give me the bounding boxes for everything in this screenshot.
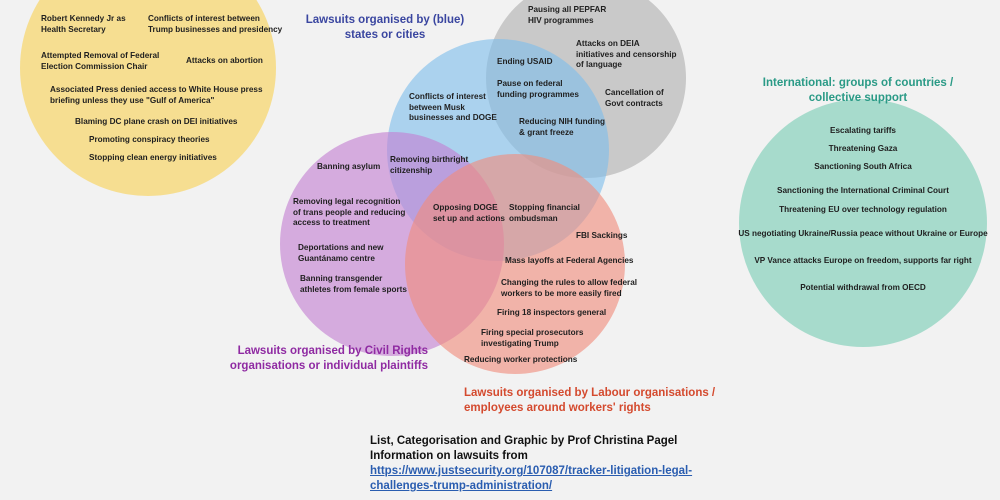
teal-circle	[739, 99, 987, 347]
yellow-item: Attacks on abortion	[186, 56, 263, 65]
teal-circle-title: International: groups of countries /coll…	[762, 77, 954, 104]
red-circle-title: Lawsuits organised by Labour organisatio…	[464, 387, 716, 414]
red-item: Reducing worker protections	[464, 355, 578, 364]
yellow-item: Stopping clean energy initiatives	[89, 153, 217, 162]
yellow-item: Promoting conspiracy theories	[89, 135, 210, 144]
credit-line: List, Categorisation and Graphic by Prof…	[370, 435, 678, 447]
teal-item: Threatening EU over technology regulatio…	[779, 205, 947, 214]
teal-item: Escalating tariffs	[830, 126, 896, 135]
red-item: Mass layoffs at Federal Agencies	[505, 256, 634, 265]
red-circle	[405, 154, 625, 374]
teal-item: Sanctioning the International Criminal C…	[777, 186, 949, 195]
red-item: Firing 18 inspectors general	[497, 308, 607, 317]
blue-grey-item: Ending USAID	[497, 57, 553, 66]
teal-item: US negotiating Ukraine/Russia peace with…	[738, 229, 988, 238]
source-link-line: https://www.justsecurity.org/107087/trac…	[370, 465, 693, 477]
credit-line: Information on lawsuits from	[370, 450, 528, 462]
teal-item: VP Vance attacks Europe on freedom, supp…	[754, 256, 972, 265]
red-item: FBI Sackings	[576, 231, 628, 240]
blue-grey-item: Reducing NIH funding& grant freeze	[519, 117, 605, 137]
teal-item: Sanctioning South Africa	[814, 162, 912, 171]
teal-item: Threatening Gaza	[828, 144, 898, 153]
yellow-item: Associated Press denied access to White …	[50, 85, 263, 105]
teal-item: Potential withdrawal from OECD	[800, 283, 926, 292]
yellow-circle	[20, 0, 276, 196]
source-link[interactable]: https://www.justsecurity.org/107087/trac…	[370, 465, 692, 492]
credit-block: List, Categorisation and Graphic by Prof…	[370, 434, 692, 494]
purple-item: Banning asylum	[317, 162, 381, 171]
blue-circle-title: Lawsuits organised by (blue)states or ci…	[305, 14, 465, 41]
source-link-line: challenges-trump-administration/	[370, 480, 553, 492]
yellow-item: Blaming DC plane crash on DEI initiative…	[75, 117, 238, 126]
